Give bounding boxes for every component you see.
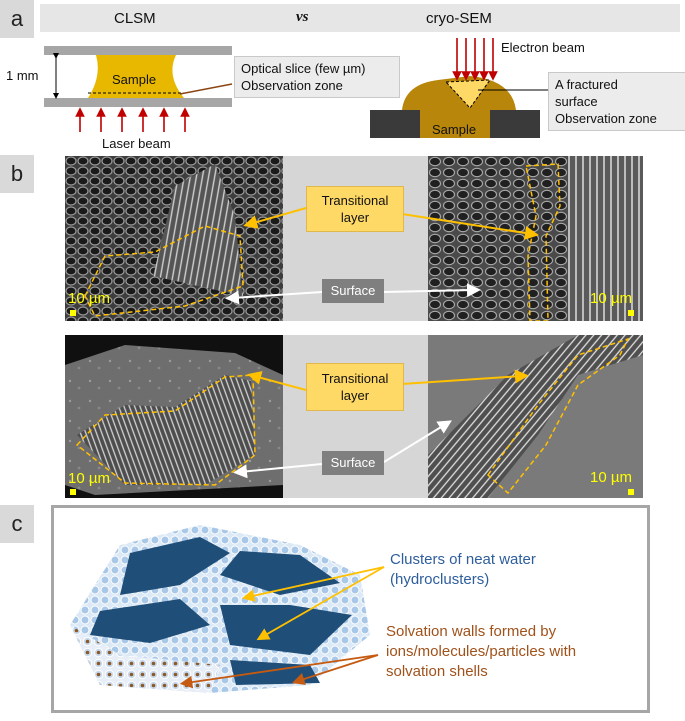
- fractured-text-2: surface: [555, 94, 598, 109]
- panel-a-diagram: [44, 38, 548, 138]
- electron-arrows: [452, 38, 498, 81]
- clsm-bottom-plate: [44, 98, 232, 107]
- clsm-title: CLSM: [114, 10, 156, 27]
- solvation-line-2: ions/molecules/particles with: [386, 643, 577, 660]
- transitional-layer-label-bottom: Transitional layer: [306, 363, 404, 411]
- fractured-callout: A fractured surface Observation zone: [548, 72, 685, 131]
- clsm-top-plate: [44, 46, 232, 55]
- electron-beam-label: Electron beam: [501, 40, 585, 55]
- cryo-sem-title: cryo-SEM: [426, 10, 492, 27]
- panel-c-letter: c: [0, 505, 34, 543]
- surface-label-bottom: Surface: [322, 451, 384, 475]
- solvation-line-3: solvation shells: [386, 663, 488, 680]
- transitional-layer-label-top: Transitional layer: [306, 186, 404, 232]
- clsm-sample: [88, 55, 184, 98]
- panel-a-header-bar: [40, 4, 680, 32]
- fractured-text-1: A fractured: [555, 77, 618, 92]
- optical-slice-callout: Optical slice (few µm) Observation zone: [234, 56, 400, 98]
- scale-bar-bottom-right: [628, 489, 634, 495]
- surface-label-top: Surface: [322, 279, 384, 303]
- scale-label-top-left: 10 µm: [68, 290, 110, 307]
- micrograph-bottom-left: [65, 335, 283, 498]
- hydrocluster-3: [90, 599, 210, 643]
- solvation-line-1: Solvation walls formed by: [386, 623, 557, 640]
- solvation-walls-text: Solvation walls formed by ions/molecules…: [386, 622, 576, 682]
- hydroclusters-text: Clusters of neat water (hydroclusters): [390, 550, 536, 590]
- sem-holder-left: [370, 110, 420, 138]
- one-mm-label: 1 mm: [6, 68, 39, 83]
- vs-label: vs: [296, 9, 309, 25]
- panel-c-arrows: [179, 566, 385, 689]
- scale-bar-bottom-left: [70, 489, 76, 495]
- panel-b-letter: b: [0, 155, 34, 193]
- observation-zone-right-text: Observation zone: [555, 111, 657, 126]
- hydroclusters-line-1: Clusters of neat water: [390, 551, 536, 568]
- hydrocluster-1: [120, 537, 230, 595]
- micrograph-bottom-right: [428, 335, 643, 498]
- scale-bar-top-left: [70, 310, 76, 316]
- panel-a-letter: a: [0, 0, 34, 38]
- scale-label-bottom-left: 10 µm: [68, 470, 110, 487]
- optical-slice-text: Optical slice (few µm): [241, 61, 366, 76]
- scale-bar-top-right: [628, 310, 634, 316]
- clsm-sample-label: Sample: [112, 72, 157, 87]
- micrograph-top-left: [65, 156, 283, 321]
- scale-label-bottom-right: 10 µm: [590, 469, 632, 486]
- laser-beam-label: Laser beam: [102, 136, 171, 151]
- laser-arrows: [75, 107, 190, 132]
- sem-sample-label: Sample: [432, 122, 477, 137]
- hydroclusters-line-2: (hydroclusters): [390, 571, 490, 588]
- sem-sample: [402, 76, 516, 138]
- scale-label-top-right: 10 µm: [590, 290, 632, 307]
- sem-holder-right: [490, 110, 540, 138]
- panel-c-frame: [51, 505, 650, 713]
- hydrocluster-4: [220, 605, 352, 655]
- panel-b-arrows: [225, 207, 539, 479]
- fractured-surface: [444, 79, 492, 109]
- observation-zone-left-text: Observation zone: [241, 78, 343, 93]
